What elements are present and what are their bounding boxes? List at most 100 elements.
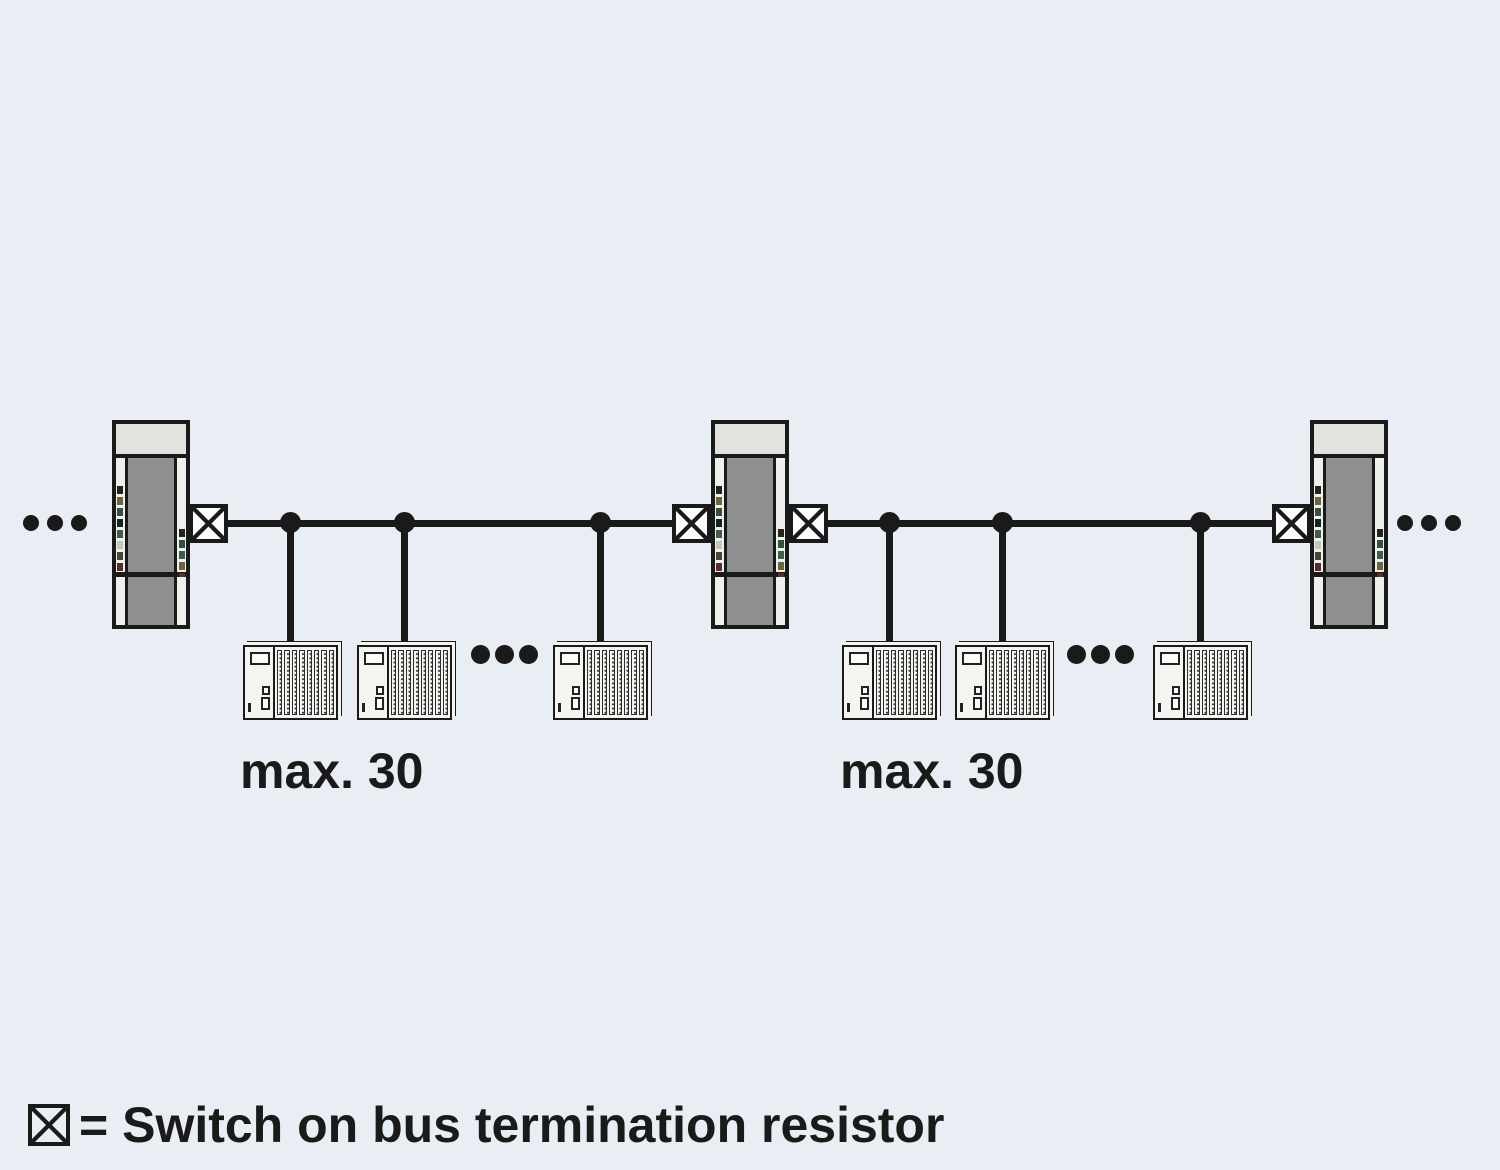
dot-icon: [1397, 515, 1413, 531]
drop-line: [1197, 523, 1204, 648]
connector-icon: [860, 697, 869, 710]
terminal-blocks: [275, 647, 336, 718]
continuation-dots-left: [23, 515, 95, 531]
led-column-icon: [117, 486, 123, 571]
continuation-dots-modules-right: [1067, 645, 1139, 664]
io-station: [842, 645, 937, 720]
dot-icon: [1067, 645, 1086, 664]
terminal-blocks: [1185, 647, 1246, 718]
io-station: [955, 645, 1050, 720]
bus-termination-switch-icon: [672, 504, 711, 543]
station-top-cap: [715, 424, 785, 458]
dot-icon: [1421, 515, 1437, 531]
dot-icon: [1115, 645, 1134, 664]
station-foot: [715, 577, 785, 625]
dot-icon: [1445, 515, 1461, 531]
marker-icon: [1158, 703, 1161, 712]
max-devices-label-left: max. 30: [240, 743, 424, 799]
display-window-icon: [250, 652, 270, 665]
bus-termination-switch-icon: [28, 1104, 70, 1146]
station-front: [724, 458, 776, 572]
bus-termination-switch-icon: [789, 504, 828, 543]
head-station-left: [112, 420, 190, 629]
marker-icon: [960, 703, 963, 712]
connector-icon: [261, 697, 270, 710]
station-rail: [715, 458, 724, 572]
dot-icon: [471, 645, 490, 664]
drop-line: [401, 523, 408, 648]
station-rail: [1375, 458, 1384, 581]
connector-icon: [262, 686, 270, 695]
station-front: [1323, 458, 1375, 572]
marker-icon: [558, 703, 561, 712]
terminal-blocks: [585, 647, 646, 718]
dot-icon: [71, 515, 87, 531]
connector-icon: [1171, 697, 1180, 710]
connector-icon: [375, 697, 384, 710]
connector-icon: [973, 697, 982, 710]
led-column-icon: [778, 529, 784, 581]
io-station-panel: [1155, 647, 1185, 718]
display-window-icon: [849, 652, 869, 665]
terminal-blocks: [389, 647, 450, 718]
connector-icon: [861, 686, 869, 695]
legend-text: = Switch on bus termination resistor: [79, 1097, 945, 1153]
station-rail: [177, 458, 186, 581]
drop-line: [287, 523, 294, 648]
station-top-cap: [1314, 424, 1384, 458]
connector-icon: [376, 686, 384, 695]
bus-junction-node: [879, 512, 900, 533]
io-station-panel: [245, 647, 275, 718]
io-station-panel: [957, 647, 987, 718]
io-station: [243, 645, 338, 720]
station-front: [125, 458, 177, 572]
marker-icon: [847, 703, 850, 712]
drop-line: [999, 523, 1006, 648]
bus-junction-node: [590, 512, 611, 533]
station-body: [1314, 458, 1384, 581]
dot-icon: [495, 645, 514, 664]
io-station-panel: [844, 647, 874, 718]
bus-line-segment-2: [828, 520, 1272, 527]
bus-termination-switch-icon: [189, 504, 228, 543]
bus-junction-node: [394, 512, 415, 533]
continuation-dots-modules-left: [471, 645, 543, 664]
station-rail: [776, 458, 785, 581]
led-column-icon: [1377, 529, 1383, 581]
dot-icon: [519, 645, 538, 664]
head-station-right: [1310, 420, 1388, 629]
bus-junction-node: [1190, 512, 1211, 533]
connector-icon: [974, 686, 982, 695]
station-foot: [1314, 577, 1384, 625]
io-station: [553, 645, 648, 720]
bus-junction-node: [280, 512, 301, 533]
dot-icon: [47, 515, 63, 531]
station-foot: [116, 577, 186, 625]
bus-junction-node: [992, 512, 1013, 533]
display-window-icon: [1160, 652, 1180, 665]
bus-line-segment-1: [228, 520, 672, 527]
led-column-icon: [179, 529, 185, 581]
marker-icon: [248, 703, 251, 712]
display-window-icon: [962, 652, 982, 665]
io-station: [357, 645, 452, 720]
drop-line: [597, 523, 604, 648]
led-column-icon: [716, 486, 722, 571]
connector-icon: [572, 686, 580, 695]
connector-icon: [1172, 686, 1180, 695]
station-rail: [1314, 458, 1323, 572]
max-devices-label-right: max. 30: [840, 743, 1024, 799]
legend: = Switch on bus termination resistor: [28, 1096, 944, 1154]
terminal-blocks: [874, 647, 935, 718]
continuation-dots-right: [1397, 515, 1469, 531]
station-rail: [116, 458, 125, 572]
station-top-cap: [116, 424, 186, 458]
io-station-panel: [555, 647, 585, 718]
terminal-blocks: [987, 647, 1048, 718]
dot-icon: [23, 515, 39, 531]
led-column-icon: [1315, 486, 1321, 571]
display-window-icon: [364, 652, 384, 665]
station-body: [715, 458, 785, 581]
station-body: [116, 458, 186, 581]
